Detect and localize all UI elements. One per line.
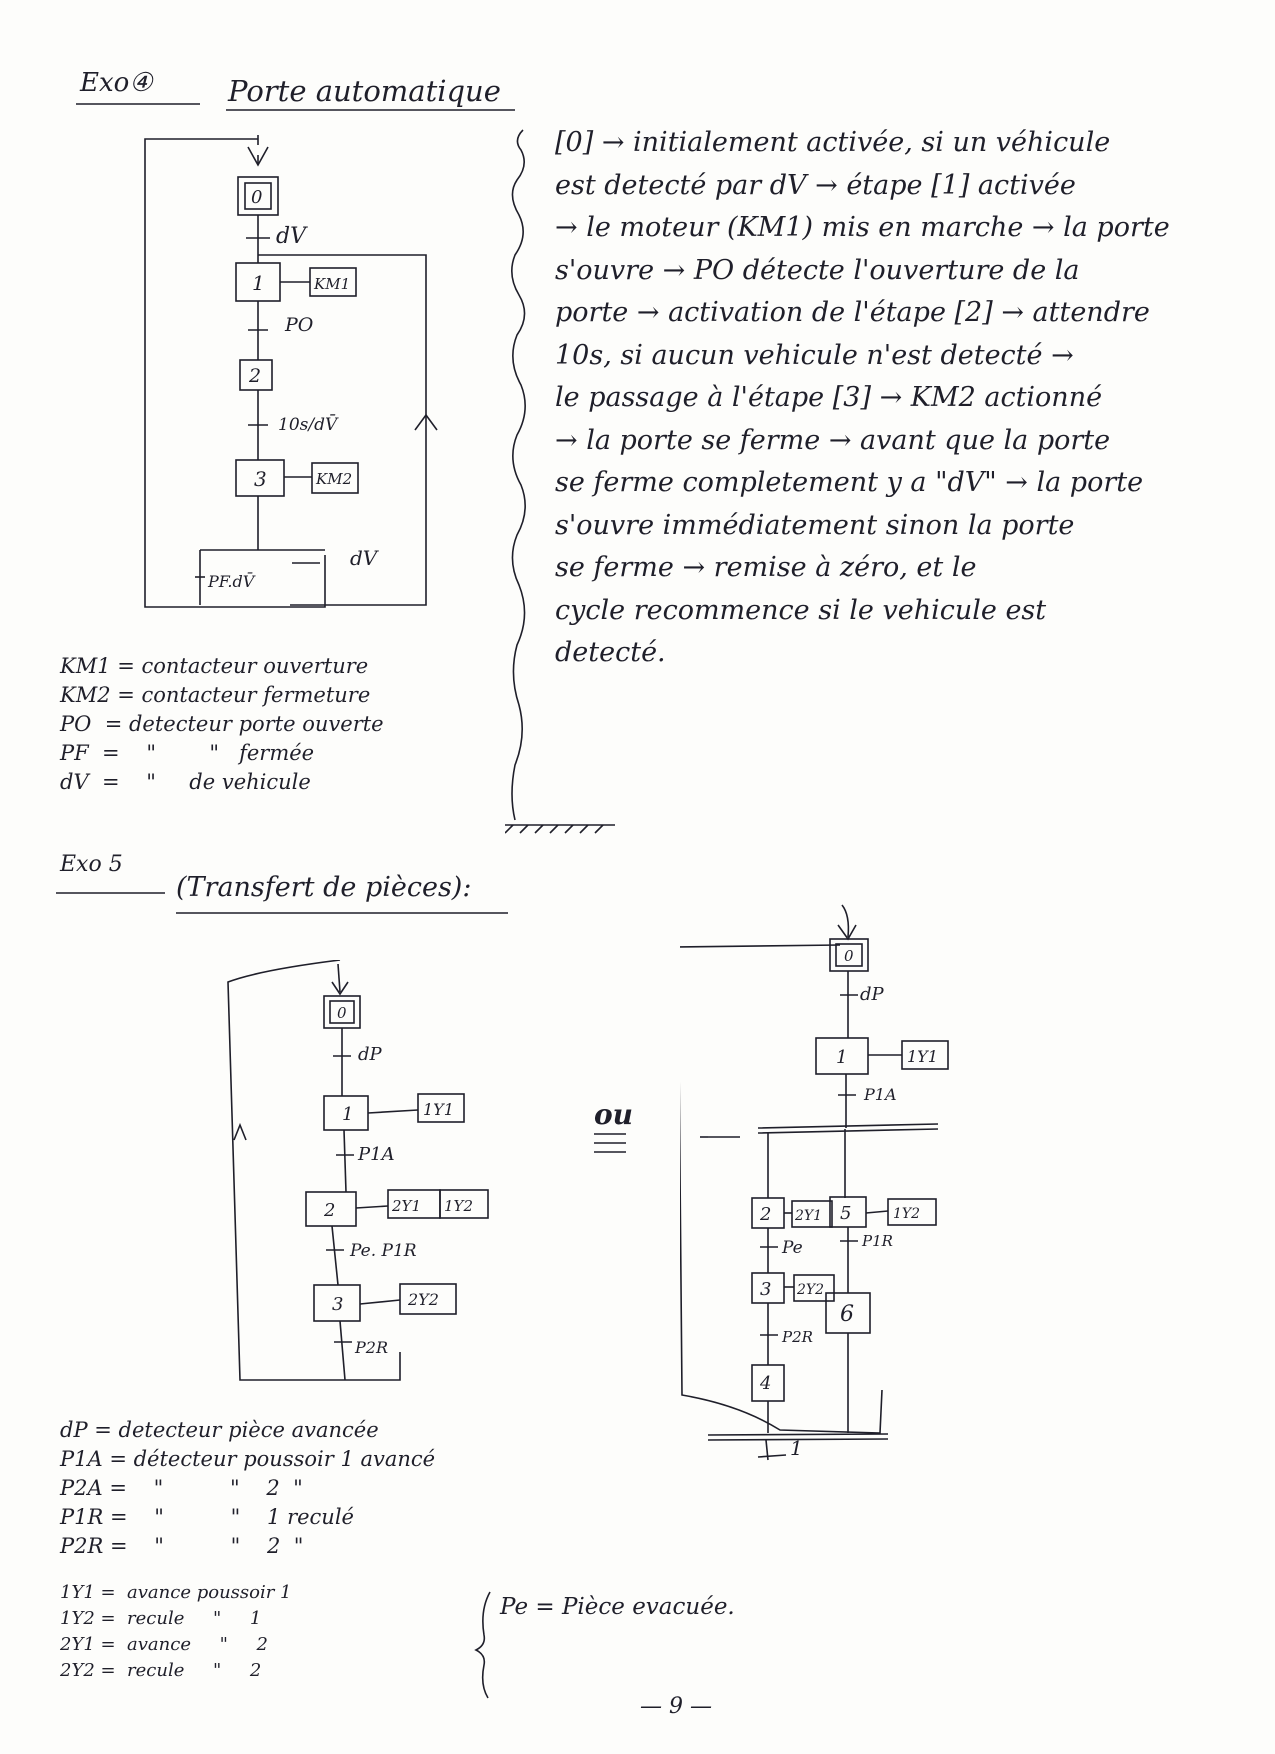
separator-squiggle <box>505 129 615 834</box>
grafcet-step-label: 0 <box>337 1004 347 1022</box>
grafcet-transition-label: dV <box>276 224 308 249</box>
equivalent-symbol <box>594 1133 626 1153</box>
grafcet-action-box <box>791 1200 833 1228</box>
grafcet-action-box <box>793 1274 835 1302</box>
grafcet-transition-label: 10s/dV̄ <box>278 413 339 435</box>
grafcet-step-label: 2 <box>248 365 261 387</box>
grafcet-transition-label: Pe. P1R <box>349 1241 417 1261</box>
explanation-line: se ferme completement y a "dV" → la port… <box>555 467 1144 498</box>
exo4-legend: KM1 = contacteur ouverture KM2 = contact… <box>60 652 384 797</box>
explanation-line: le passage à l'étape [3] → KM2 actionné <box>555 382 1103 413</box>
grafcet-step-box <box>239 359 273 391</box>
exo4-title: Porte automatique <box>228 74 501 108</box>
grafcet-step-box <box>313 1284 361 1322</box>
explanation-line: cycle recommence si le vehicule est <box>555 594 1047 626</box>
legend-line: KM1 = contacteur ouverture <box>60 654 369 678</box>
grafcet-step-box <box>815 1037 869 1075</box>
grafcet-transition-label: Pe <box>781 1238 803 1258</box>
legend-line: P2R = " " 2 " <box>60 1534 304 1558</box>
legend-line: P2A = " " 2 " <box>60 1476 303 1500</box>
legend-line: dP = detecteur pièce avancée <box>60 1418 379 1442</box>
grafcet-action-label: 2Y2 <box>796 1282 824 1298</box>
grafcet-transition-label: dP <box>358 1044 383 1065</box>
grafcet-action-label: 1Y1 <box>907 1047 938 1066</box>
grafcet-transition-label: dV <box>350 546 380 570</box>
grafcet-step-box <box>235 459 285 497</box>
grafcet-action-label: 1Y2 <box>444 1197 473 1215</box>
page-number: — 9 — <box>640 1694 712 1719</box>
grafcet-action-label: KM2 <box>315 470 352 488</box>
grafcet-step-label: 6 <box>840 1302 854 1327</box>
grafcet-transition-label: P1A <box>863 1085 897 1104</box>
explanation-line: → la porte se ferme → avant que la porte <box>555 424 1111 456</box>
exo4-heading: Exo④ <box>80 68 153 98</box>
grafcet-transition-label: 1 <box>790 1436 803 1460</box>
grafcet-step-label: 2 <box>759 1204 771 1225</box>
grafcet-transition-label: PO <box>284 314 314 336</box>
grafcet-action-label: 2Y2 <box>407 1290 439 1309</box>
legend-line: 1Y1 = avance poussoir 1 <box>60 1582 292 1603</box>
grafcet-step-box <box>829 938 869 972</box>
grafcet-action-box <box>399 1283 457 1315</box>
explanation-line: [0] → initialement activée, si un véhicu… <box>555 127 1111 158</box>
grafcet-step-label: 0 <box>844 947 854 965</box>
grafcet-step-label: 4 <box>759 1373 771 1394</box>
explanation-line: → le moteur (KM1) mis en marche → la por… <box>555 212 1170 243</box>
or-label: ou <box>594 1098 634 1131</box>
grafcet-action-label: KM1 <box>313 275 350 293</box>
grafcet-step-label: 1 <box>342 1104 353 1125</box>
grafcet-action-box <box>901 1040 949 1070</box>
legend-line: 1Y2 = recule " 1 <box>60 1608 262 1629</box>
legend-brace <box>474 1591 491 1699</box>
grafcet-step-label: 0 <box>251 187 262 208</box>
grafcet-transition-label: PF.dV̄ <box>207 570 256 591</box>
legend-line: P1R = " " 1 reculé <box>60 1505 354 1529</box>
legend-line: dV = " de vehicule <box>60 770 311 794</box>
grafcet-step-label: 5 <box>840 1203 851 1224</box>
grafcet-action-box <box>887 1198 937 1226</box>
grafcet-transition-label: P2R <box>781 1328 813 1346</box>
explanation-line: s'ouvre immédiatement sinon la porte <box>555 509 1075 541</box>
exo5-legend-actions: 1Y1 = avance poussoir 1 1Y2 = recule " 1… <box>60 1580 292 1684</box>
legend-line: PO = detecteur porte ouverte <box>60 712 384 736</box>
explanation-line: detecté. <box>555 637 666 668</box>
explanation-line: 10s, si aucun vehicule n'est detecté → <box>555 339 1074 371</box>
exo5-legend: dP = detecteur pièce avancée P1A = détec… <box>60 1416 435 1561</box>
legend-line: PF = " " fermée <box>60 741 315 765</box>
grafcet-step-label: 1 <box>836 1047 847 1068</box>
exo4-explanation: [0] → initialement activée, si un véhicu… <box>555 122 1215 675</box>
legend-line: 2Y1 = avance " 2 <box>60 1634 268 1655</box>
legend-line: P1A = détecteur poussoir 1 avancé <box>60 1447 436 1471</box>
explanation-line: s'ouvre → PO détecte l'ouverture de la <box>555 254 1080 286</box>
grafcet-transition-label: P1R <box>861 1232 893 1250</box>
grafcet-step-label: 3 <box>760 1279 771 1300</box>
exo5-grafcet-right: 0 dP 1 1Y1 P1A 2 2Y1 Pe 3 2Y2 P2R 4 5 1Y… <box>680 904 949 1461</box>
exo4-grafcet: 0 dV 1 KM1 PO 2 10s/dV̄ 3 KM2 PF.dV̄ dV <box>144 135 438 608</box>
grafcet-step-label: 3 <box>254 467 267 491</box>
grafcet-action-box <box>439 1189 489 1219</box>
grafcet-transition-label: dP <box>860 984 885 1005</box>
legend-line: KM2 = contacteur fermeture <box>60 683 371 707</box>
grafcet-action-box <box>311 462 359 494</box>
grafcet-step-label: 1 <box>252 271 265 295</box>
explanation-line: est detecté par dV → étape [1] activée <box>555 169 1076 201</box>
grafcet-action-label: 2Y1 <box>391 1197 421 1215</box>
grafcet-step-label: 2 <box>323 1200 335 1221</box>
legend-line: 2Y2 = recule " 2 <box>60 1660 262 1681</box>
grafcet-action-label: 2Y1 <box>794 1208 822 1224</box>
exo5-heading: Exo 5 <box>60 852 123 877</box>
grafcet-step-box <box>305 1191 357 1227</box>
grafcet-transition-label: P2R <box>354 1338 388 1357</box>
grafcet-action-box <box>309 267 357 297</box>
pe-note: Pe = Pièce evacuée. <box>500 1594 735 1620</box>
exo5-title: (Transfert de pièces): <box>176 872 472 903</box>
explanation-line: se ferme → remise à zéro, et le <box>555 552 977 583</box>
grafcet-action-box <box>417 1093 465 1123</box>
grafcet-step-label: 3 <box>332 1294 343 1315</box>
explanation-line: porte → activation de l'étape [2] → atte… <box>555 297 1150 328</box>
grafcet-action-label: 1Y1 <box>423 1100 454 1119</box>
grafcet-transition-label: P1A <box>357 1144 395 1165</box>
grafcet-action-label: 1Y2 <box>893 1206 920 1222</box>
exo5-grafcet-left: 0 dP 1 1Y1 P1A 2 2Y1 1Y2 Pe. P1R 3 2Y2 P… <box>227 960 489 1381</box>
